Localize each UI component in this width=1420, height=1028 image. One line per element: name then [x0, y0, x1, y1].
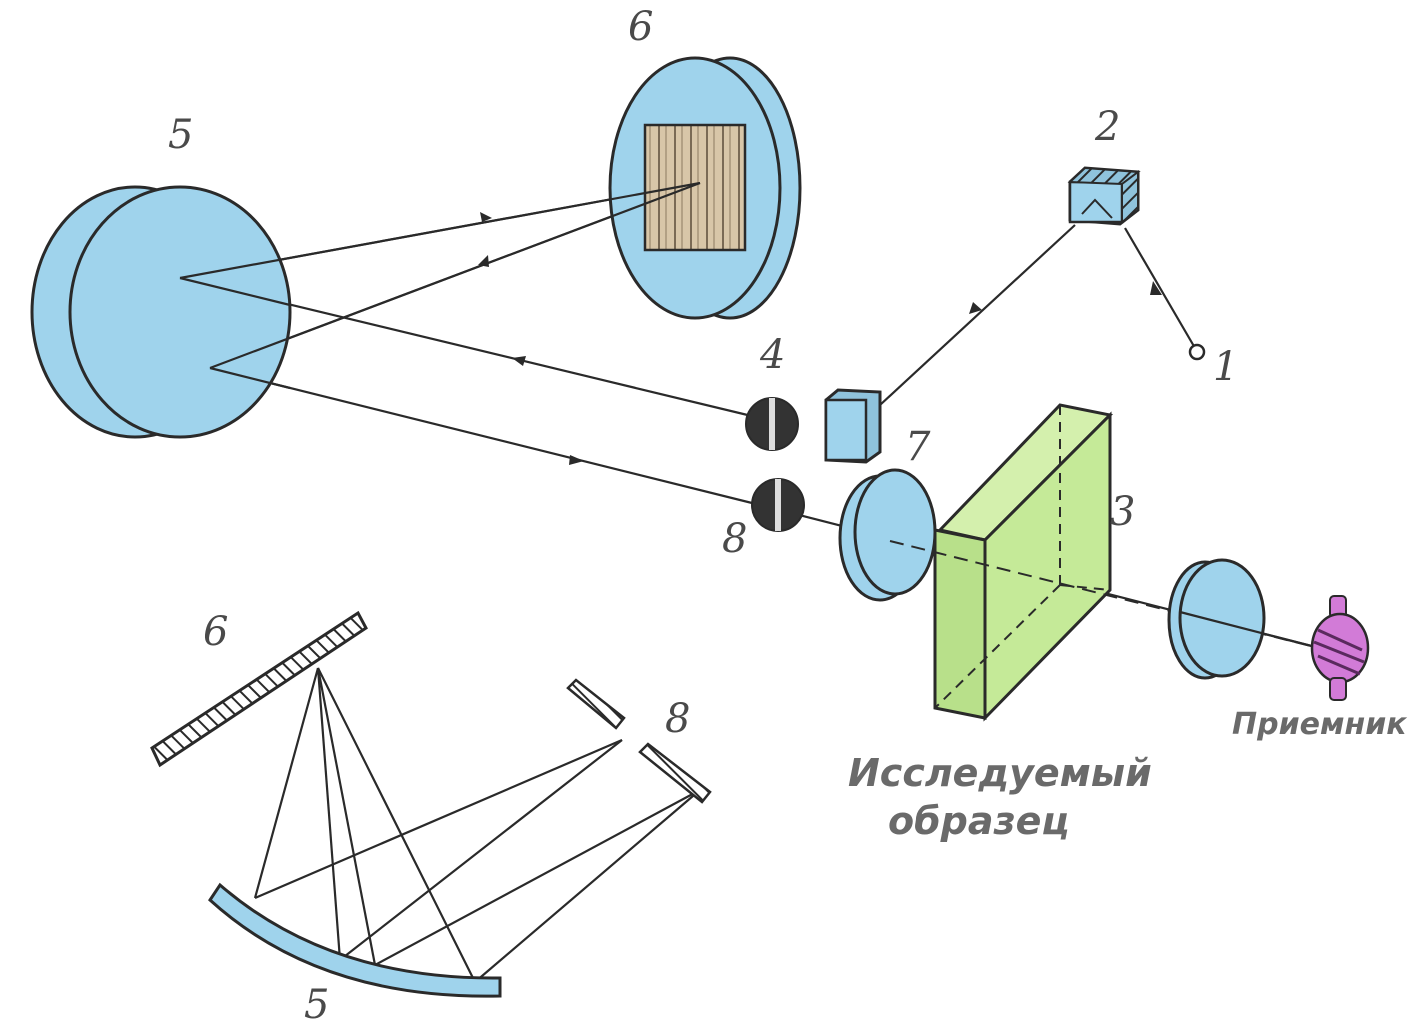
- label-schematic-slits: 8: [665, 696, 690, 742]
- schematic-mirror: [208, 882, 502, 998]
- lens-face: [853, 468, 937, 596]
- entrance-slit: 4: [745, 332, 882, 464]
- label-sample: 3: [1110, 489, 1135, 535]
- ray-arrow: [480, 212, 492, 222]
- diffraction-grating: 6: [608, 4, 802, 320]
- caption-sample-line1: Исследуемый: [848, 751, 1152, 795]
- prism-side-hatched: [1121, 170, 1139, 224]
- prism: 2: [1067, 104, 1141, 226]
- label-prism: 2: [1094, 104, 1120, 150]
- label-lens: 7: [905, 424, 931, 470]
- focusing-lens: [1167, 558, 1266, 680]
- mirror-face: [68, 185, 292, 439]
- label-entrance-slit: 4: [759, 332, 785, 378]
- label-grating: 6: [628, 4, 653, 50]
- schematic-view: 6 5 8: [150, 609, 712, 1028]
- rays-on-top: [179, 181, 701, 390]
- ray-mirror-to-exit-slit: [209, 366, 761, 507]
- ray-source-to-prism: [1124, 227, 1196, 349]
- slit-opening: [775, 479, 781, 531]
- grating-rulings: [643, 123, 747, 252]
- ray-arrow: [512, 356, 526, 366]
- lens: 7: [838, 424, 937, 602]
- caption-receiver: Приемник: [1232, 707, 1407, 742]
- focusing-lens-face: [1178, 558, 1266, 678]
- schematic-slit-lower: [638, 742, 712, 804]
- receiver: Приемник: [1232, 595, 1407, 742]
- label-source: 1: [1213, 344, 1238, 390]
- ray-arrow: [969, 302, 982, 314]
- sample-box: 3: [889, 403, 1336, 722]
- label-schematic-grating: 6: [203, 609, 228, 655]
- caption-sample-line2: образец: [888, 799, 1070, 843]
- ray-prism-to-slit: [879, 224, 1076, 406]
- slit-opening: [769, 398, 775, 450]
- light-source-circle: [1188, 343, 1206, 361]
- label-exit-slit: 8: [722, 516, 747, 562]
- small-prism: [824, 398, 868, 462]
- ray-arrow: [569, 455, 584, 465]
- ray-arrow: [1150, 281, 1162, 295]
- schematic-slit-upper: [566, 678, 626, 730]
- schematic-grating: [150, 610, 368, 768]
- label-schematic-mirror: 5: [304, 982, 329, 1028]
- label-mirror: 5: [168, 112, 193, 158]
- light-source: 1: [1188, 343, 1238, 390]
- exit-slit: 8: [722, 478, 805, 562]
- schematic-rays: [253, 667, 701, 983]
- concave-mirror: 5: [30, 112, 292, 439]
